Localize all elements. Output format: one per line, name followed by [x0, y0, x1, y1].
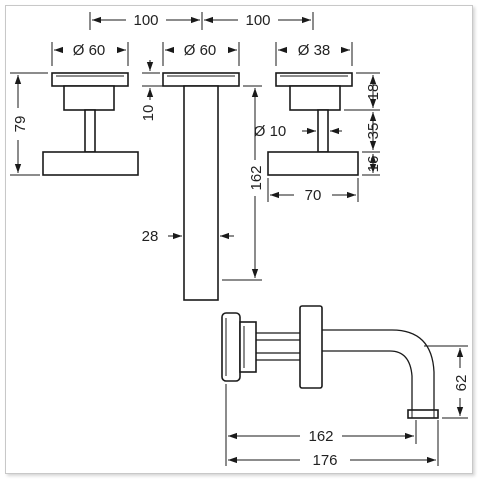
- left-handle-stem: [84, 109, 96, 153]
- dim-width-70-label: 70: [305, 187, 322, 204]
- dim-spacing: [89, 12, 314, 30]
- dim-spout-176-label: 176: [312, 452, 337, 469]
- dim-width-28-label: 28: [142, 228, 159, 245]
- left-handle-lever: [42, 151, 139, 176]
- right-handle-lever: [267, 151, 359, 176]
- dim-height-79: [10, 72, 48, 176]
- dim-spout-162-label: 162: [308, 428, 333, 445]
- center-tube: [183, 85, 219, 301]
- dim-height-162-label: 162: [248, 165, 265, 190]
- spout-handle-block: [299, 305, 323, 389]
- dim-spout-62: [424, 345, 468, 419]
- dim-height-18-label: 18: [365, 84, 382, 101]
- dim-spout-62-label: 62: [453, 375, 470, 392]
- dim-diameters: [51, 42, 353, 66]
- left-handle-cap: [51, 72, 129, 87]
- left-handle: [42, 72, 139, 176]
- dim-dia-center-label: Ø 60: [184, 42, 217, 59]
- spout-outer-curve: [322, 329, 435, 410]
- dim-dia-right-label: Ø 38: [298, 42, 331, 59]
- center-cap: [162, 72, 240, 87]
- dim-stem-10-label: Ø 10: [254, 123, 287, 140]
- dim-width-70: [267, 178, 359, 202]
- dim-spacing-right-label: 100: [245, 12, 270, 29]
- dim-height-10-label: 10: [140, 105, 157, 122]
- right-handle: [267, 72, 359, 176]
- right-handle-body: [289, 85, 341, 111]
- spout-side-view: [221, 305, 439, 419]
- dim-spout-horizontal: [225, 384, 439, 466]
- spout-flange: [239, 321, 257, 373]
- spout-aerator: [407, 409, 439, 419]
- dim-height-35-label: 35: [365, 123, 382, 140]
- dim-spacing-left-label: 100: [133, 12, 158, 29]
- dim-right-stack: [344, 72, 380, 176]
- dim-height-162: [222, 85, 262, 281]
- dim-height-16-label: 16: [365, 156, 382, 173]
- right-handle-stem: [317, 109, 329, 153]
- dim-height-10: [142, 60, 182, 100]
- dim-height-79-label: 79: [12, 116, 29, 133]
- right-handle-cap: [275, 72, 353, 87]
- dim-dia-left-label: Ø 60: [73, 42, 106, 59]
- left-handle-body: [63, 85, 115, 111]
- center-body: [162, 72, 240, 301]
- spout-inner-curve: [322, 350, 413, 410]
- spout-wall-plate: [221, 312, 241, 382]
